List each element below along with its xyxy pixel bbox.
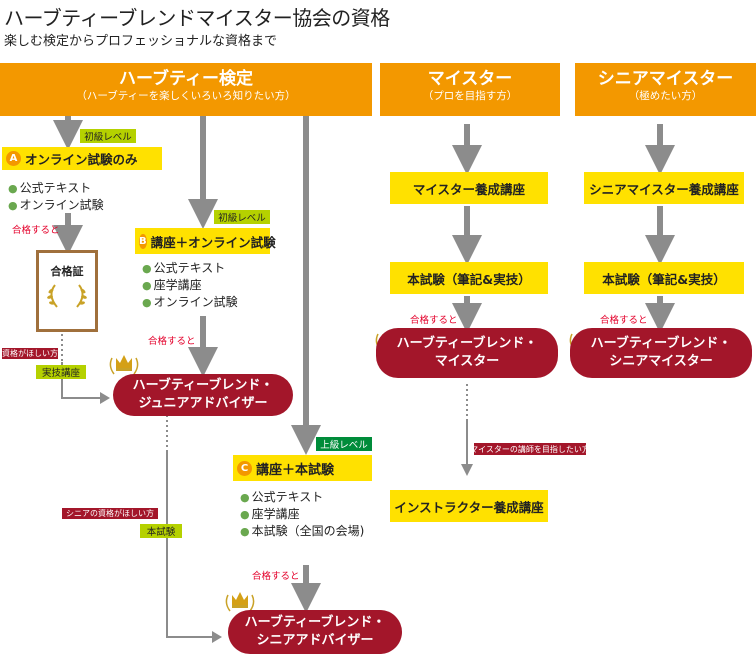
practical-label: 実技講座 bbox=[36, 365, 86, 379]
header-kentei: ハーブティー検定 （ハーブティーを楽しくいろいろ知りたい方） bbox=[0, 63, 372, 116]
senior-meister-line2: シニアマイスター bbox=[609, 354, 713, 369]
header-kentei-title: ハーブティー検定 bbox=[119, 69, 253, 89]
list-item: オンライン試験 bbox=[8, 197, 104, 214]
course-b-label: 講座＋オンライン試験 bbox=[150, 234, 276, 250]
header-meister: マイスター （プロを目指す方） bbox=[380, 63, 560, 116]
crown-icon bbox=[109, 355, 139, 375]
senior-adviser-line1: ハーブティーブレンド・ bbox=[244, 615, 386, 630]
certificate: 合格証 bbox=[36, 250, 98, 332]
course-a-label: オンライン試験のみ bbox=[25, 152, 138, 167]
line-junior-to-senior-adviser bbox=[166, 450, 212, 638]
list-item: オンライン試験 bbox=[142, 294, 238, 311]
header-senior: シニアマイスター （極めたい方） bbox=[575, 63, 756, 116]
instructor-course-box: インストラクター養成講座 bbox=[390, 490, 548, 522]
junior-adviser-line1: ハーブティーブレンド・ bbox=[132, 378, 274, 393]
arrowhead-junior bbox=[100, 392, 110, 404]
senior-meister-course-box: シニアマイスター養成講座 bbox=[584, 172, 744, 204]
senior-adviser-badge: ハーブティーブレンド・ シニアアドバイザー bbox=[228, 610, 402, 654]
page-title: ハーブティーブレンドマイスター協会の資格 bbox=[4, 6, 390, 30]
level-badge-b: 初級レベル bbox=[214, 210, 270, 224]
meister-badge: ハーブティーブレンド・ マイスター bbox=[376, 328, 558, 378]
course-c-title: C 講座＋本試験 bbox=[233, 455, 372, 481]
header-senior-title: シニアマイスター bbox=[597, 69, 734, 89]
course-b-items: 公式テキスト 座学講座 オンライン試験 bbox=[142, 260, 238, 311]
circle-letter-c: C bbox=[237, 460, 252, 476]
junior-adviser-line2: ジュニアアドバイザー bbox=[138, 396, 268, 411]
list-item: 公式テキスト bbox=[142, 260, 238, 277]
circle-letter-a: A bbox=[6, 151, 21, 166]
course-a-title: A オンライン試験のみ bbox=[2, 147, 162, 170]
want-senior-label: シニアの資格がほしい方 bbox=[62, 508, 158, 519]
list-item: 公式テキスト bbox=[240, 489, 364, 506]
meister-line2: マイスター bbox=[434, 354, 500, 369]
page-subtitle: 楽しむ検定からプロフェッショナルな資格まで bbox=[4, 34, 278, 49]
list-item: 公式テキスト bbox=[8, 180, 104, 197]
senior-meister-badge: ハーブティーブレンド・ シニアマイスター bbox=[570, 328, 752, 378]
want-qual-label: 資格がほしい方 bbox=[2, 348, 58, 359]
senior-meister-line1: ハーブティーブレンド・ bbox=[590, 336, 732, 351]
honshiken-label: 本試験 bbox=[140, 524, 182, 538]
laurel-icon bbox=[47, 284, 87, 308]
circle-letter-b: B bbox=[139, 233, 147, 249]
instructor-aim-label: マイスターの講師を目指したい方 bbox=[470, 443, 590, 455]
meister-course-box: マイスター養成講座 bbox=[390, 172, 548, 204]
course-a-items: 公式テキスト オンライン試験 bbox=[8, 180, 104, 214]
course-c-items: 公式テキスト 座学講座 本試験（全国の会場) bbox=[240, 489, 365, 540]
header-meister-sub: （プロを目指す方） bbox=[422, 90, 518, 102]
pass-text-meister: 合格すると bbox=[410, 315, 458, 326]
course-b-title: B 講座＋オンライン試験 bbox=[135, 228, 276, 254]
header-kentei-sub: （ハーブティーを楽しくいろいろ知りたい方） bbox=[76, 90, 296, 102]
list-item: 本試験（全国の会場) bbox=[240, 523, 365, 540]
senior-meister-exam-box: 本試験（筆記&実技） bbox=[584, 262, 744, 294]
meister-line1: ハーブティーブレンド・ bbox=[396, 336, 538, 351]
pass-text-b: 合格すると bbox=[148, 336, 196, 347]
header-meister-title: マイスター bbox=[427, 69, 513, 89]
certificate-title: 合格証 bbox=[50, 265, 84, 278]
crown-icon bbox=[225, 592, 255, 612]
level-badge-a: 初級レベル bbox=[80, 129, 136, 143]
senior-adviser-line2: シニアアドバイザー bbox=[256, 633, 374, 648]
level-badge-c: 上級レベル bbox=[316, 437, 372, 451]
pass-text-c: 合格すると bbox=[252, 571, 300, 582]
list-item: 座学講座 bbox=[240, 506, 364, 523]
junior-adviser-badge: ハーブティーブレンド・ ジュニアアドバイザー bbox=[113, 374, 293, 416]
header-senior-sub: （極めたい方） bbox=[628, 90, 703, 102]
pass-text-senior-meister: 合格すると bbox=[600, 315, 648, 326]
pass-text-a: 合格すると bbox=[12, 225, 60, 236]
arrowhead-senior-adviser bbox=[212, 631, 222, 643]
meister-exam-box: 本試験（筆記&実技） bbox=[390, 262, 548, 294]
course-c-label: 講座＋本試験 bbox=[256, 462, 335, 478]
list-item: 座学講座 bbox=[142, 277, 238, 294]
